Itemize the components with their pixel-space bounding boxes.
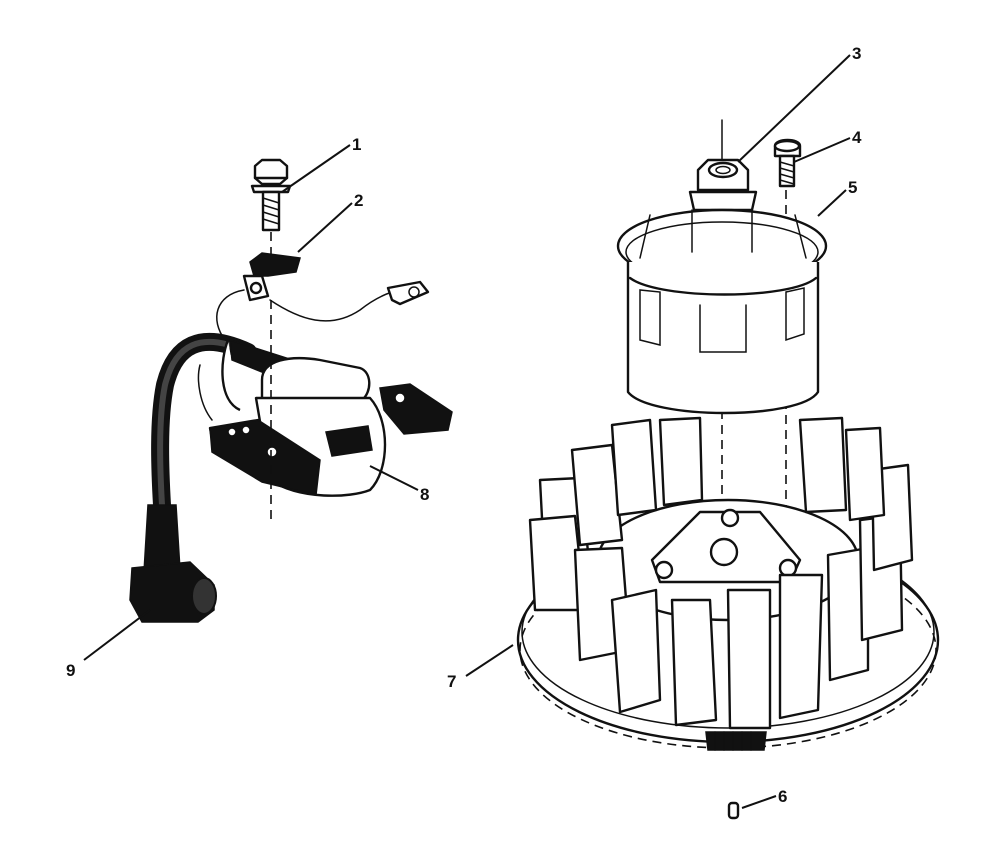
callout-label: 3 xyxy=(852,44,861,63)
callout-label: 7 xyxy=(447,672,456,691)
callout-4: 4 xyxy=(793,128,862,163)
callout-label: 1 xyxy=(352,135,361,154)
callout-1: 1 xyxy=(281,135,361,193)
flywheel-key-icon xyxy=(727,801,740,820)
callout-7: 7 xyxy=(447,644,514,691)
callout-6: 6 xyxy=(741,787,787,809)
ground-clip-icon xyxy=(242,252,301,302)
flywheel-icon xyxy=(516,416,940,751)
callout-5: 5 xyxy=(817,178,857,217)
callout-3: 3 xyxy=(737,44,861,163)
callout-label: 8 xyxy=(420,485,429,504)
screw-icon xyxy=(773,138,802,188)
ignition-module-icon xyxy=(197,338,453,497)
callout-label: 9 xyxy=(66,661,75,680)
callout-8: 8 xyxy=(369,465,429,504)
callout-label: 2 xyxy=(354,191,363,210)
callout-9: 9 xyxy=(66,609,151,680)
callout-label: 5 xyxy=(848,178,857,197)
bolt-icon xyxy=(250,158,292,232)
spark-plug-lead-icon xyxy=(129,332,257,623)
callout-2: 2 xyxy=(297,191,363,253)
callout-label: 6 xyxy=(778,787,787,806)
callout-label: 4 xyxy=(852,128,862,147)
flywheel-nut-icon xyxy=(688,158,758,212)
starter-cup-icon xyxy=(616,208,828,415)
